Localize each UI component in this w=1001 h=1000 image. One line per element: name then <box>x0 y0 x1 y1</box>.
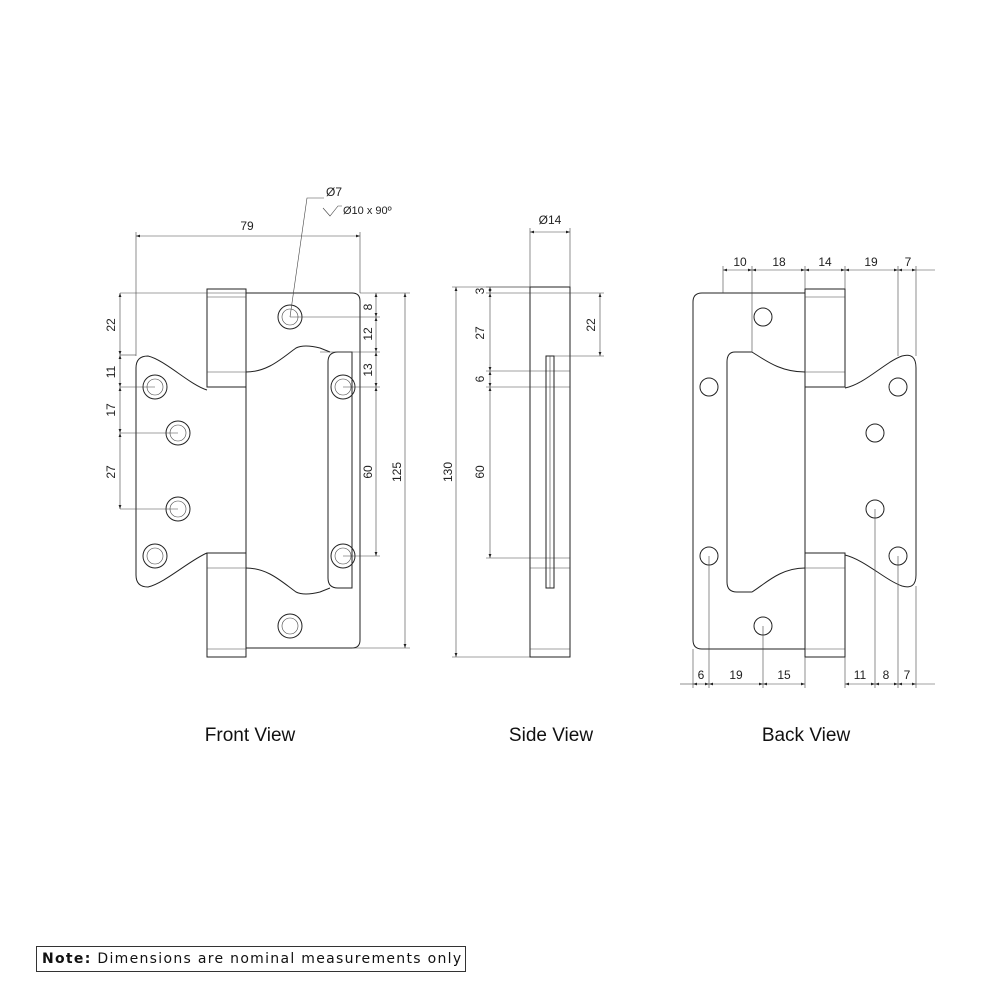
side-dim-height: 130 <box>441 462 455 482</box>
back-knuckle-bottom <box>804 552 846 658</box>
back-dim-bottom-6: 7 <box>904 668 911 682</box>
note-text: Dimensions are nominal measurements only <box>97 951 463 967</box>
front-view: 79 Ø7 Ø10 x 90º 22 11 17 27 8 12 13 60 <box>104 185 410 746</box>
front-dim-countersink: Ø10 x 90º <box>343 205 392 217</box>
back-inner-slot <box>726 351 806 593</box>
note-box: Note: Dimensions are nominal measurement… <box>36 946 466 972</box>
front-dim-hole: Ø7 <box>326 185 342 199</box>
back-holes <box>699 307 908 636</box>
back-view: 10 18 14 19 7 6 19 15 11 8 7 Back View <box>680 255 935 746</box>
front-dim-left-3: 27 <box>104 465 118 479</box>
side-dim-knuckle-2: 60 <box>473 465 487 479</box>
back-knuckle-top <box>804 288 846 388</box>
side-knuckle <box>529 286 571 658</box>
front-dim-height: 125 <box>390 462 404 482</box>
front-dim-width: 79 <box>240 219 254 233</box>
side-dim-top-gap: 3 <box>473 287 487 294</box>
front-dim-right-1: 8 <box>361 303 375 310</box>
side-dim-leaf-top: 22 <box>584 318 598 332</box>
front-right-cutout-bottom <box>245 567 331 595</box>
front-dim-right-3: 13 <box>361 363 375 377</box>
back-dim-top-3: 14 <box>818 255 832 269</box>
back-dim-top-5: 7 <box>905 255 912 269</box>
front-dim-top-offset: 22 <box>104 318 118 332</box>
front-knuckle-top <box>206 288 247 388</box>
back-dim-bottom-1: 6 <box>698 668 705 682</box>
back-dim-top-4: 19 <box>864 255 878 269</box>
note-prefix: Note: <box>42 951 92 967</box>
front-holes-left <box>142 374 191 569</box>
side-view: Ø14 3 27 6 60 130 22 Side View <box>441 213 604 746</box>
front-view-label: Front View <box>205 725 296 746</box>
back-dim-bottom-4: 11 <box>854 668 867 682</box>
front-right-leaf <box>246 292 361 649</box>
back-dim-bottom-3: 15 <box>777 668 791 682</box>
back-right-leaf <box>844 354 917 588</box>
front-knuckle-bottom <box>206 552 247 658</box>
back-dim-bottom-5: 8 <box>883 668 890 682</box>
side-view-label: Side View <box>509 725 593 746</box>
front-right-cutout-top <box>245 345 331 373</box>
front-inner-slot <box>327 351 353 589</box>
side-dim-gap-2: 6 <box>473 375 487 382</box>
side-dim-knuckle-1: 27 <box>473 326 487 340</box>
front-dim-right-2: 12 <box>361 327 375 341</box>
back-dim-bottom-2: 19 <box>729 668 743 682</box>
front-dim-left-1: 11 <box>104 365 118 378</box>
front-dim-left-2: 17 <box>104 403 118 417</box>
back-view-label: Back View <box>762 725 851 746</box>
side-dim-knuckle-dia: Ø14 <box>539 213 562 227</box>
back-dim-top-1: 10 <box>733 255 747 269</box>
back-main-leaf <box>692 292 805 650</box>
front-dim-right-spacing: 60 <box>361 465 375 479</box>
back-dim-top-2: 18 <box>772 255 786 269</box>
front-left-leaf <box>135 355 208 588</box>
